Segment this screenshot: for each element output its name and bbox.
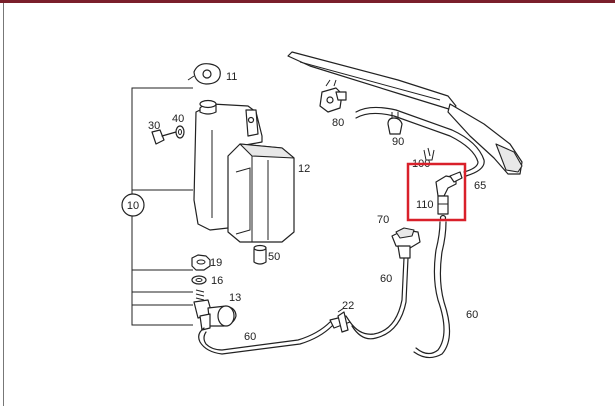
label-65: 65 [474, 180, 486, 192]
part-40-washer[interactable] [175, 125, 185, 139]
label-11: 11 [226, 71, 237, 83]
hose-60-nozzle-70[interactable] [349, 257, 409, 340]
part-100-clip[interactable] [423, 147, 435, 161]
hose-60-right[interactable] [413, 221, 451, 359]
part-12-pump-housing[interactable] [227, 143, 295, 243]
label-60-c: 60 [466, 309, 478, 321]
label-30: 30 [148, 120, 160, 132]
label-70: 70 [377, 214, 389, 226]
label-80: 80 [332, 117, 344, 129]
part-30-bolt[interactable] [151, 129, 177, 145]
label-19: 19 [210, 257, 222, 269]
part-50-grommet[interactable] [253, 244, 267, 265]
part-90-clip[interactable] [387, 112, 403, 135]
part-70-nozzle[interactable] [391, 227, 421, 259]
part-110-check-valve[interactable] [435, 171, 463, 222]
label-50: 50 [268, 251, 280, 263]
label-60-a: 60 [244, 331, 256, 343]
label-22: 22 [342, 300, 354, 312]
label-10: 10 [127, 200, 139, 212]
label-40: 40 [172, 113, 184, 125]
highlight-box [406, 162, 467, 222]
part-11-cap[interactable] [187, 63, 221, 85]
label-12: 12 [298, 163, 310, 175]
hose-60-pump[interactable] [198, 321, 333, 355]
callout-10[interactable]: 10 [121, 193, 145, 217]
wiper-arm[interactable] [287, 51, 523, 175]
label-110: 110 [416, 199, 434, 211]
part-22-connector[interactable] [329, 307, 351, 333]
part-13-pump[interactable] [193, 289, 237, 331]
label-16: 16 [211, 275, 223, 287]
label-90: 90 [392, 136, 404, 148]
part-80-clip[interactable] [319, 79, 347, 113]
hose-65-arm[interactable] [355, 106, 485, 177]
part-19-nut[interactable] [191, 254, 211, 271]
frame-left-border [3, 3, 4, 406]
label-13: 13 [229, 292, 241, 304]
frame-top-border [0, 0, 615, 3]
part-16-seal[interactable] [191, 275, 207, 285]
label-60-b: 60 [380, 273, 392, 285]
